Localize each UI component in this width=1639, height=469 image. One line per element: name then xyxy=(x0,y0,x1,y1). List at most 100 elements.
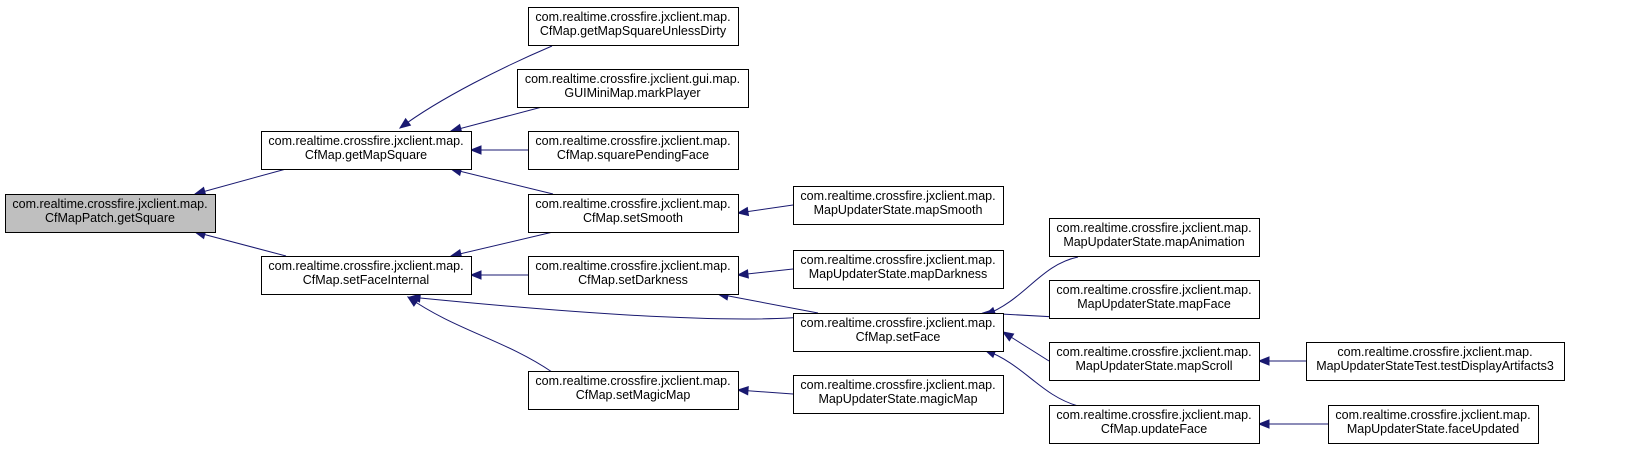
edge-line xyxy=(194,231,287,257)
node-method-label: CfMap.setFaceInternal xyxy=(303,273,429,287)
node-package-label: com.realtime.crossfire.jxclient.map. xyxy=(268,134,463,148)
node-method-label: CfMap.getMapSquare xyxy=(305,148,427,162)
node-method-label: MapUpdaterState.mapDarkness xyxy=(809,267,988,281)
node-method-label: MapUpdaterState.mapFace xyxy=(1077,297,1231,311)
call-edge-n9-to-n6 xyxy=(736,204,794,217)
node-box xyxy=(528,7,739,46)
call-edge-n6-to-n1 xyxy=(449,166,554,195)
node-package-label: com.realtime.crossfire.jxclient.map. xyxy=(535,10,730,24)
node-method-label: GUIMiniMap.markPlayer xyxy=(564,86,700,100)
node-method-label: CfMap.getMapSquareUnlessDirty xyxy=(540,24,727,38)
edge-line xyxy=(194,168,287,195)
graph-node-n12[interactable]: com.realtime.crossfire.jxclient.map.MapU… xyxy=(793,375,1004,414)
node-package-label: com.realtime.crossfire.jxclient.map. xyxy=(800,253,995,267)
call-edge-n18-to-n16 xyxy=(1257,419,1328,429)
call-edge-n12-to-n8 xyxy=(736,386,794,396)
node-package-label: com.realtime.crossfire.jxclient.map. xyxy=(1337,345,1532,359)
node-package-label: com.realtime.crossfire.jxclient.map. xyxy=(1335,408,1530,422)
arrowhead xyxy=(1257,419,1270,429)
node-package-label: com.realtime.crossfire.jxclient.map. xyxy=(1056,221,1251,235)
graph-node-n16[interactable]: com.realtime.crossfire.jxclient.map.CfMa… xyxy=(1049,405,1260,444)
node-box xyxy=(793,186,1004,225)
call-edge-n15-to-n11 xyxy=(1001,331,1050,362)
node-box xyxy=(517,69,749,108)
root-node-box xyxy=(5,194,216,233)
node-package-label: com.realtime.crossfire.jxclient.map. xyxy=(1056,345,1251,359)
node-package-label: com.realtime.crossfire.jxclient.map. xyxy=(1056,408,1251,422)
call-edge-n1-to-n0 xyxy=(193,168,287,196)
node-package-label: com.realtime.crossfire.jxclient.map. xyxy=(800,316,995,330)
edge-line xyxy=(450,168,554,195)
node-method-label: MapUpdaterStateTest.testDisplayArtifacts… xyxy=(1316,359,1554,373)
node-method-label: MapUpdaterState.mapSmooth xyxy=(814,203,983,217)
node-package-label: com.realtime.crossfire.jxclient.map. xyxy=(268,259,463,273)
node-box xyxy=(1328,405,1539,444)
node-box xyxy=(528,131,739,170)
graph-node-n2[interactable]: com.realtime.crossfire.jxclient.map.CfMa… xyxy=(261,256,472,295)
node-package-label: com.realtime.crossfire.jxclient.map. xyxy=(800,189,995,203)
graph-node-n10[interactable]: com.realtime.crossfire.jxclient.map.MapU… xyxy=(793,250,1004,289)
arrowhead xyxy=(469,270,482,280)
node-package-label: com.realtime.crossfire.jxclient.map. xyxy=(800,378,995,392)
edge-line xyxy=(450,106,543,132)
arrowhead xyxy=(736,269,749,279)
edge-line xyxy=(407,296,553,373)
call-edge-n3-to-n1 xyxy=(398,45,553,129)
graph-node-n6[interactable]: com.realtime.crossfire.jxclient.map.CfMa… xyxy=(528,194,739,233)
arrowhead xyxy=(1001,331,1015,342)
edge-line xyxy=(409,296,816,320)
node-box xyxy=(528,194,739,233)
call-edge-n2-to-n0 xyxy=(193,230,287,257)
node-method-label: CfMap.setSmooth xyxy=(583,211,683,225)
node-package-label: com.realtime.crossfire.jxclient.gui.map. xyxy=(525,72,740,86)
node-method-label: CfMap.updateFace xyxy=(1101,422,1207,436)
arrowhead xyxy=(469,145,482,155)
node-box xyxy=(1306,342,1565,381)
edge-line xyxy=(450,231,554,257)
edge-line xyxy=(984,256,1079,316)
call-edge-n11-to-n2 xyxy=(408,293,816,320)
node-package-label: com.realtime.crossfire.jxclient.map. xyxy=(12,197,207,211)
call-edge-n10-to-n7 xyxy=(736,268,794,279)
node-package-label: com.realtime.crossfire.jxclient.map. xyxy=(535,259,730,273)
edge-line xyxy=(399,45,553,129)
call-edge-n8-to-n2 xyxy=(406,296,553,373)
graph-node-n8[interactable]: com.realtime.crossfire.jxclient.map.CfMa… xyxy=(528,371,739,410)
node-box xyxy=(1049,405,1260,444)
call-edge-n11-to-n7 xyxy=(716,291,819,314)
node-box xyxy=(528,256,739,295)
graph-node-n3[interactable]: com.realtime.crossfire.jxclient.map.CfMa… xyxy=(528,7,739,46)
graph-node-n13[interactable]: com.realtime.crossfire.jxclient.map.MapU… xyxy=(1049,218,1260,257)
node-box xyxy=(793,375,1004,414)
graph-node-n4[interactable]: com.realtime.crossfire.jxclient.gui.map.… xyxy=(517,69,749,108)
graph-node-n15[interactable]: com.realtime.crossfire.jxclient.map.MapU… xyxy=(1049,342,1260,381)
graph-node-n18[interactable]: com.realtime.crossfire.jxclient.map.MapU… xyxy=(1328,405,1539,444)
node-method-label: CfMap.squarePendingFace xyxy=(557,148,709,162)
arrowhead xyxy=(736,386,749,396)
node-method-label: MapUpdaterState.faceUpdated xyxy=(1347,422,1519,436)
graph-node-n9[interactable]: com.realtime.crossfire.jxclient.map.MapU… xyxy=(793,186,1004,225)
call-edge-n4-to-n1 xyxy=(449,106,543,133)
graph-node-n17[interactable]: com.realtime.crossfire.jxclient.map.MapU… xyxy=(1306,342,1565,381)
node-package-label: com.realtime.crossfire.jxclient.map. xyxy=(535,197,730,211)
node-method-label: CfMapPatch.getSquare xyxy=(45,211,175,225)
node-box xyxy=(1049,280,1260,319)
call-edge-n17-to-n15 xyxy=(1257,356,1306,366)
graph-node-n7[interactable]: com.realtime.crossfire.jxclient.map.CfMa… xyxy=(528,256,739,295)
node-box xyxy=(793,250,1004,289)
graph-node-n14[interactable]: com.realtime.crossfire.jxclient.map.MapU… xyxy=(1049,280,1260,319)
edge-line xyxy=(717,293,819,314)
node-box xyxy=(261,256,472,295)
arrowhead xyxy=(398,117,412,129)
node-method-label: CfMap.setDarkness xyxy=(578,273,688,287)
edge-line xyxy=(984,349,1079,407)
graph-node-n11[interactable]: com.realtime.crossfire.jxclient.map.CfMa… xyxy=(793,313,1004,352)
arrowhead xyxy=(406,296,420,307)
node-box xyxy=(528,371,739,410)
graph-node-n0[interactable]: com.realtime.crossfire.jxclient.map.CfMa… xyxy=(5,194,216,233)
graph-node-n5[interactable]: com.realtime.crossfire.jxclient.map.CfMa… xyxy=(528,131,739,170)
node-package-label: com.realtime.crossfire.jxclient.map. xyxy=(535,134,730,148)
node-box xyxy=(261,131,472,170)
graph-node-n1[interactable]: com.realtime.crossfire.jxclient.map.CfMa… xyxy=(261,131,472,170)
